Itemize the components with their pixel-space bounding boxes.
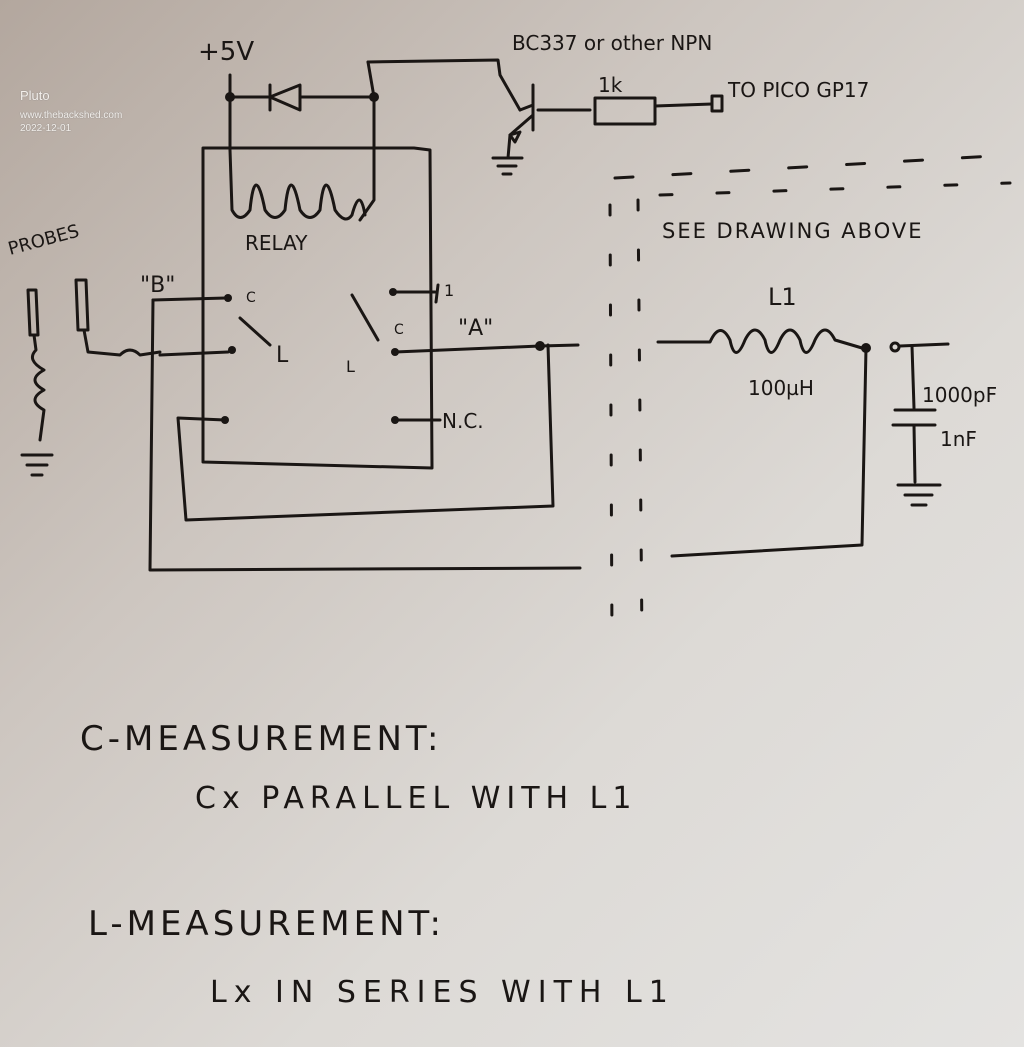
contact-nc-label: N.C. bbox=[442, 409, 484, 433]
supply-wiring bbox=[225, 58, 522, 222]
probes-icon bbox=[20, 278, 162, 477]
resistor-icon bbox=[593, 94, 724, 126]
contact-c-right: C bbox=[394, 322, 404, 338]
contact-l-right: L bbox=[346, 357, 355, 376]
watermark-author: Pluto bbox=[20, 88, 50, 103]
watermark-date: 2022-12-01 bbox=[20, 123, 72, 134]
inductor-name-label: L1 bbox=[768, 283, 797, 311]
supply-label: +5V bbox=[198, 37, 254, 67]
separator-dashes bbox=[608, 153, 1012, 642]
c-measurement-body: Cx PARALLEL WITH L1 bbox=[195, 781, 637, 816]
cap-pf-label: 1000pF bbox=[922, 383, 997, 407]
l-measurement-body: Lx IN SERIES WITH L1 bbox=[210, 975, 675, 1010]
probes-label: PROBES bbox=[6, 221, 82, 260]
npn-transistor-icon bbox=[491, 83, 592, 176]
switch-wiring bbox=[148, 283, 582, 572]
contact-c-left: C bbox=[246, 290, 256, 306]
contact-top-label: 1 bbox=[444, 281, 454, 300]
relay-coil-icon bbox=[228, 148, 367, 221]
inductor-value-label: 100µH bbox=[748, 376, 814, 400]
cap-nf-label: 1nF bbox=[940, 427, 977, 451]
relay-label: RELAY bbox=[245, 231, 308, 255]
c-measurement-heading: C-MEASUREMENT: bbox=[80, 719, 442, 759]
point-a-label: "A" bbox=[458, 316, 493, 341]
point-b-label: "B" bbox=[140, 273, 175, 298]
l-measurement-heading: L-MEASUREMENT: bbox=[88, 904, 445, 944]
see-drawing-label: SEE DRAWING ABOVE bbox=[662, 219, 923, 243]
transistor-label: BC337 or other NPN bbox=[512, 31, 712, 55]
contact-l-left: L bbox=[276, 343, 289, 368]
inductor-l1-icon bbox=[656, 328, 950, 558]
resistor-label: 1k bbox=[598, 73, 623, 97]
watermark-site: www.thebackshed.com bbox=[20, 110, 123, 121]
gpio-label: TO PICO GP17 bbox=[727, 78, 869, 102]
relay-box bbox=[201, 146, 434, 470]
